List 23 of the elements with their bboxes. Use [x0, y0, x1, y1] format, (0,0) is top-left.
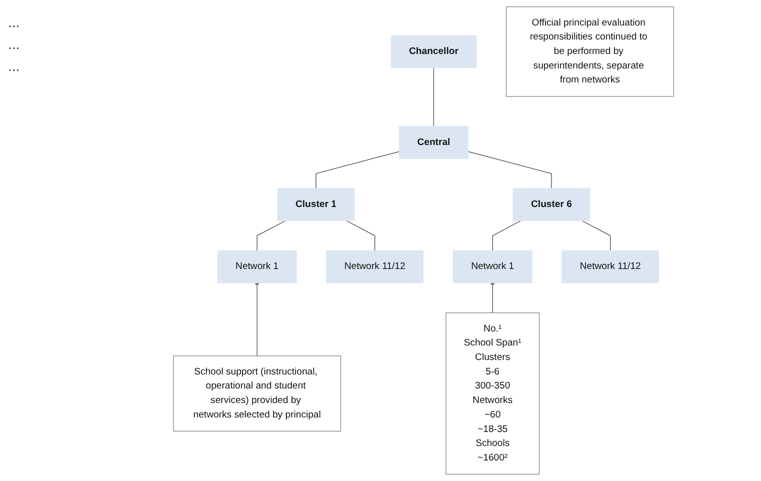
node-box: Cluster 6: [512, 188, 590, 222]
connector: [256, 220, 286, 251]
ellipsis-text: ...: [8, 14, 21, 30]
node-box: No.¹ School Span¹ Clusters 5-6 300-350 Networks ~60 ~18-35 Schools ~1600²: [446, 312, 540, 475]
connector: [254, 280, 260, 356]
node-box: Central: [399, 126, 468, 159]
ellipsis-text: ...: [8, 58, 21, 74]
connector: [346, 220, 376, 251]
ellipsis-text: ...: [8, 36, 21, 52]
connector: [582, 220, 611, 251]
node-box: Network 1: [217, 250, 297, 284]
connector: [433, 67, 434, 127]
connector: [490, 280, 495, 314]
node-box: Network 11/12: [562, 250, 660, 284]
node-box: School support (instructional, operational and student services) provided by networks selected by principal: [173, 356, 342, 432]
connector: [492, 220, 522, 251]
node-box: Network 1: [452, 250, 532, 284]
node-box: Chancellor: [390, 35, 477, 68]
node-box: Official principal evaluation responsibilities continued to be performed by superintendents, separate from networks: [506, 6, 674, 97]
node-box: Cluster 1: [277, 188, 355, 222]
connector: [316, 151, 400, 189]
node-box: Network 11/12: [326, 250, 424, 284]
connector: [468, 151, 552, 189]
